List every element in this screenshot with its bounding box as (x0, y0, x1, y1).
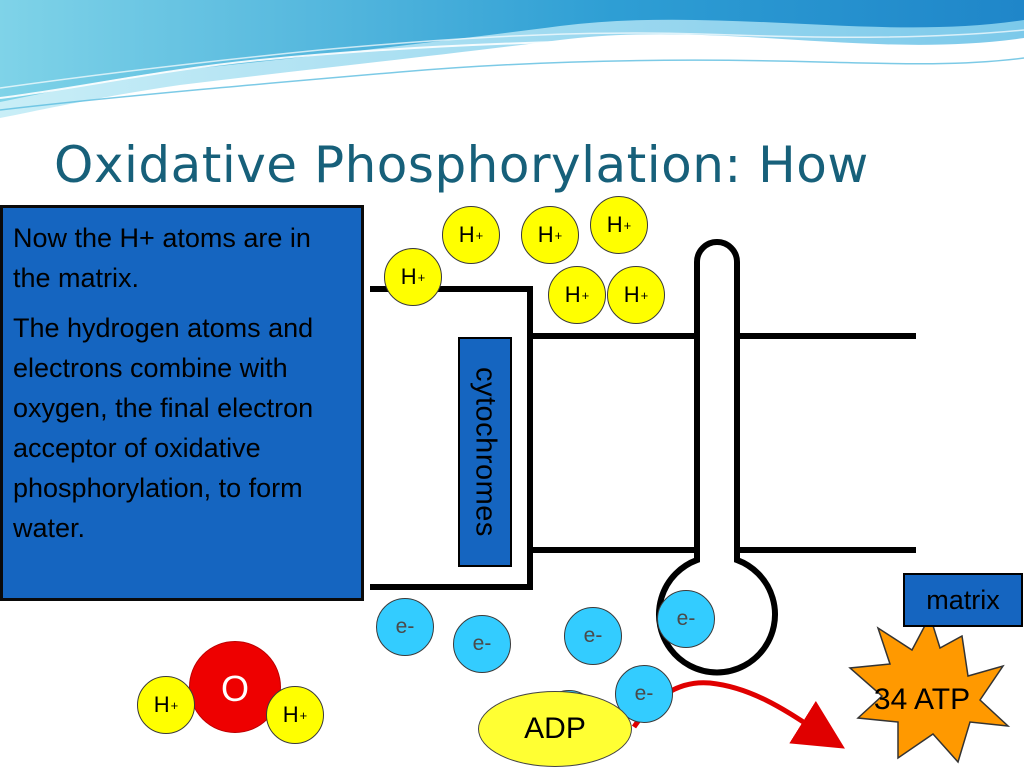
water-hydrogen: H+ (137, 676, 195, 734)
header-waves (0, 0, 1024, 118)
hydrogen-ion: H+ (548, 266, 606, 324)
atp-starburst-icon (848, 614, 1011, 764)
matrix-label: matrix (903, 573, 1023, 627)
electron: e- (376, 598, 434, 656)
cytochromes-text: cytochromes (469, 367, 502, 537)
hydrogen-ion: H+ (521, 206, 579, 264)
electron: e- (453, 615, 511, 673)
hydrogen-ion: H+ (442, 206, 500, 264)
explanation-box: Now the H+ atoms are in the matrix. The … (0, 205, 364, 601)
hydrogen-ion: H+ (590, 196, 648, 254)
explanation-line-2: The hydrogen atoms and electrons combine… (13, 313, 314, 543)
water-hydrogen: H+ (266, 686, 324, 744)
electron: e- (564, 607, 622, 665)
atp-label: 34 ATP (873, 683, 971, 716)
membrane (370, 286, 916, 590)
electron: e- (657, 590, 715, 648)
explanation-line-1: Now the H+ atoms are in the matrix. (13, 223, 311, 293)
oxygen-atom: O (189, 641, 281, 733)
hydrogen-ion: H+ (607, 266, 665, 324)
hydrogen-ion: H+ (384, 248, 442, 306)
cytochromes-label: cytochromes (458, 337, 512, 567)
adp-label: ADP (478, 691, 632, 767)
slide-title: Oxidative Phosphorylation: How (54, 136, 869, 194)
